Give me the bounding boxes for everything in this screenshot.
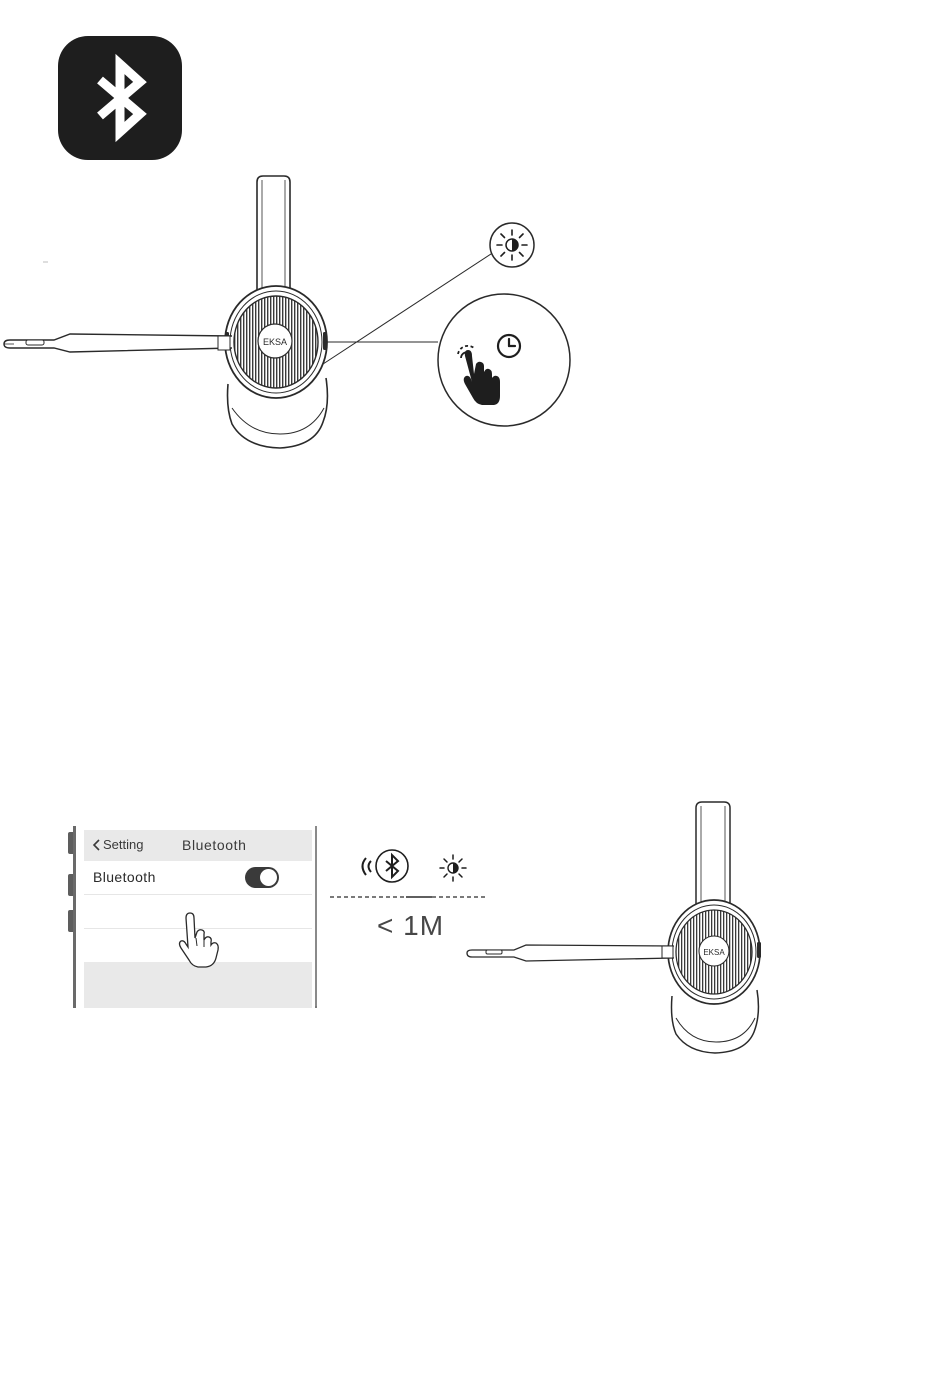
press-and-hold-callout xyxy=(436,292,572,428)
clock-icon xyxy=(498,335,520,357)
bluetooth-app-icon xyxy=(58,36,182,160)
led-blinking-icon xyxy=(489,222,535,268)
phone-bluetooth-settings: Setting Bluetooth Bluetooth xyxy=(68,822,312,1008)
phone-screen: Setting Bluetooth Bluetooth xyxy=(84,830,312,1008)
headset-illustration: EKSA xyxy=(0,172,340,452)
back-button[interactable]: Setting xyxy=(92,837,143,852)
screen-footer xyxy=(84,962,312,1008)
bluetooth-setting-row: Bluetooth xyxy=(84,861,312,895)
divider xyxy=(315,826,317,1006)
screen-title: Bluetooth xyxy=(182,837,247,853)
screen-header: Setting Bluetooth xyxy=(84,830,312,861)
headset-illustration: EKSA xyxy=(462,800,772,1055)
bluetooth-signal-icon xyxy=(354,848,414,888)
chevron-left-icon xyxy=(92,839,100,851)
tap-hand-icon xyxy=(176,912,220,968)
distance-label: < 1M xyxy=(377,910,444,942)
phone-frame xyxy=(73,826,76,1008)
bluetooth-row-label: Bluetooth xyxy=(93,869,156,885)
brand-logo-text: EKSA xyxy=(703,948,725,957)
toggle-knob xyxy=(260,869,277,886)
bluetooth-toggle[interactable] xyxy=(245,867,279,888)
brand-logo-text: EKSA xyxy=(263,337,287,347)
back-button-label: Setting xyxy=(103,837,143,852)
